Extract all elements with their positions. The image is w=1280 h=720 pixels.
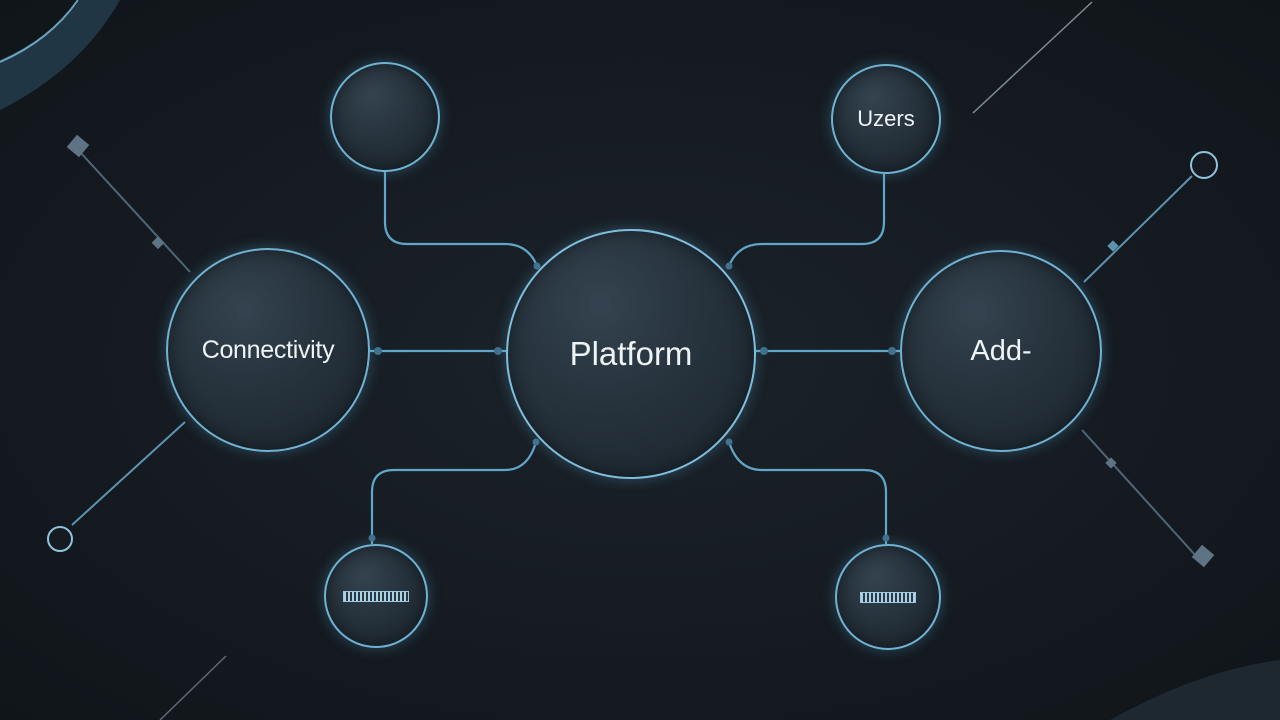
spur-upper-left: [79, 151, 191, 273]
spur-lower-left-ring: [47, 526, 73, 552]
connector-bottom-right: [727, 441, 888, 544]
junction-dot: [374, 347, 382, 355]
spur-upper-right: [1083, 175, 1193, 283]
junction-dot: [368, 534, 376, 542]
connector-top-right: [727, 174, 886, 267]
junction-dot: [725, 262, 733, 270]
junction-dot: [888, 347, 896, 355]
junction-dot: [882, 534, 890, 542]
bottom-right-arc-decoration: [1110, 660, 1280, 720]
bottom-right-node[interactable]: [835, 544, 941, 650]
spur-upper-right-ring: [1190, 151, 1218, 179]
junction-dot: [725, 438, 733, 446]
connectivity-node[interactable]: Connectivity: [166, 248, 370, 452]
users-node[interactable]: Uzers: [831, 64, 941, 174]
spur-upper-left-knob: [151, 236, 165, 250]
decor-line-bottom-left: [159, 655, 227, 720]
bottom-right-node-label: [860, 591, 916, 603]
add-on-node-label: Add-: [970, 334, 1032, 367]
connector-bottom-left: [370, 441, 538, 544]
junction-dot: [532, 438, 540, 446]
platform-node-label: Platform: [569, 335, 693, 372]
bottom-left-node-label: [343, 590, 409, 602]
junction-dot: [760, 347, 768, 355]
spur-upper-left-diamond: [66, 134, 90, 158]
platform-node[interactable]: Platform: [506, 229, 756, 479]
spur-lower-right-knob: [1105, 457, 1117, 469]
top-left-arc-decoration: [0, 0, 120, 110]
bottom-left-node[interactable]: [324, 544, 428, 648]
spur-lower-left: [71, 421, 186, 526]
add-on-node[interactable]: Add-: [900, 250, 1102, 452]
spur-upper-right-knob: [1107, 240, 1119, 252]
users-node-label: Uzers: [857, 106, 915, 131]
spur-lower-right-diamond: [1191, 544, 1215, 568]
connector-top-left: [383, 172, 539, 267]
connectivity-node-label: Connectivity: [201, 335, 335, 364]
spur-lower-right: [1081, 429, 1197, 557]
junction-dot: [494, 347, 502, 355]
decor-line-top-right: [972, 1, 1093, 114]
top-left-node[interactable]: [330, 62, 440, 172]
top-left-arc-highlight: [0, 0, 79, 63]
